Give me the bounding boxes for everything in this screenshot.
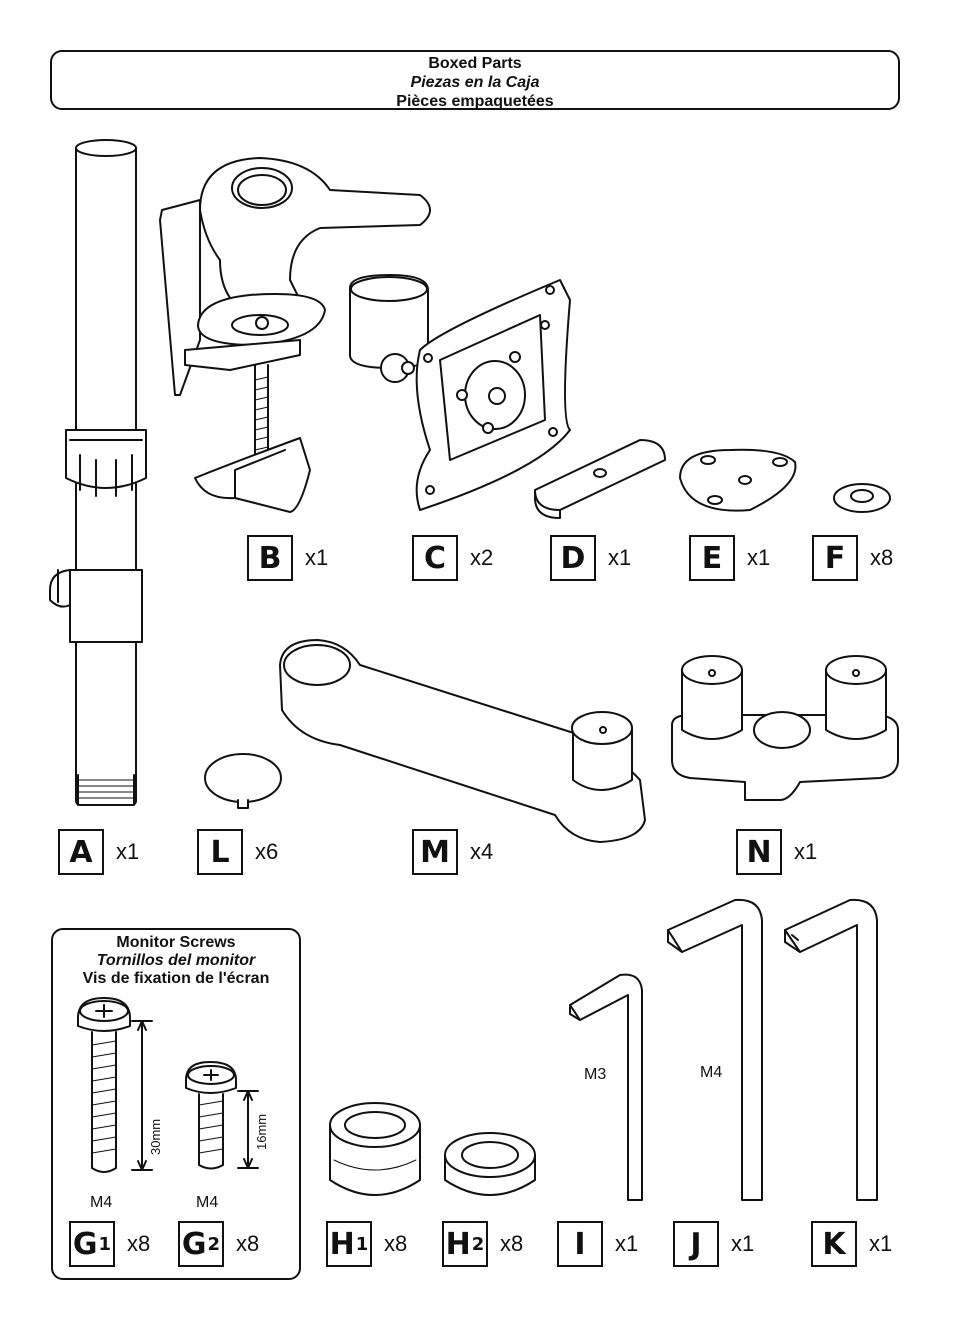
- part-k-hex-key-drawing: [784, 898, 878, 1201]
- part-f-letter: F: [812, 535, 858, 581]
- part-c-qty: x2: [470, 545, 494, 570]
- part-g1-length: 30mm: [148, 1118, 163, 1155]
- part-c-vesa-plate-drawing: [349, 274, 571, 511]
- part-n-label: N x1: [736, 829, 817, 875]
- part-e-label: E x1: [689, 535, 770, 581]
- part-d-letter: D: [550, 535, 596, 581]
- part-j-label: J x1: [673, 1221, 754, 1267]
- part-i-hex-key-drawing: [569, 973, 643, 1201]
- part-g2-size: M4: [196, 1194, 219, 1211]
- part-d-qty: x1: [608, 545, 632, 570]
- part-l-label: L x6: [197, 829, 278, 875]
- part-i-letter: I: [557, 1221, 603, 1267]
- boxed-parts-header: Boxed Parts Piezas en la Caja Pièces emp…: [50, 50, 900, 110]
- part-a-letter: A: [58, 829, 104, 875]
- part-f-label: F x8: [812, 535, 893, 581]
- part-i-qty: x1: [615, 1231, 639, 1256]
- part-l-qty: x6: [255, 839, 279, 864]
- part-h1-spacer-drawing: [329, 1102, 421, 1196]
- part-h2-spacer-drawing: [444, 1132, 536, 1196]
- part-n-letter: N: [736, 829, 782, 875]
- part-e-qty: x1: [747, 545, 771, 570]
- part-e-letter: E: [689, 535, 735, 581]
- part-a-label: A x1: [58, 829, 139, 875]
- part-f-qty: x8: [870, 545, 894, 570]
- part-g2-length: 16mm: [254, 1113, 269, 1150]
- part-n-hub-drawing: [671, 655, 899, 801]
- monitor-screws-title: Monitor Screws Tornillos del monitor Vis…: [53, 934, 299, 988]
- part-m-letter: M: [412, 829, 458, 875]
- part-k-label: K x1: [811, 1221, 892, 1267]
- header-title-fr: Pièces empaquetées: [396, 93, 554, 110]
- part-b-letter: B: [247, 535, 293, 581]
- part-n-qty: x1: [794, 839, 818, 864]
- part-b-clamp-drawing: [159, 157, 431, 513]
- part-a-pole-drawing: [49, 139, 147, 806]
- part-g2-screw-drawing: [185, 1061, 259, 1170]
- part-g1-qty: x8: [127, 1231, 151, 1256]
- part-i-size: M3: [584, 1066, 607, 1083]
- monitor-screws-title-en: Monitor Screws: [116, 934, 236, 951]
- part-j-letter: J: [673, 1221, 719, 1267]
- part-k-letter: K: [811, 1221, 857, 1267]
- monitor-screws-title-es: Tornillos del monitor: [96, 952, 256, 969]
- part-l-letter: L: [197, 829, 243, 875]
- header-title-en: Boxed Parts: [428, 55, 522, 72]
- monitor-screws-title-fr: Vis de fixation de l'écran: [82, 970, 270, 987]
- part-d-label: D x1: [550, 535, 631, 581]
- part-j-hex-key-drawing: [667, 898, 763, 1201]
- part-m-arm-drawing: [279, 639, 646, 843]
- part-d-plate-drawing: [534, 439, 666, 519]
- part-c-label: C x2: [412, 535, 493, 581]
- part-m-qty: x4: [470, 839, 494, 864]
- part-j-qty: x1: [731, 1231, 755, 1256]
- monitor-screws-box: Monitor Screws Tornillos del monitor Vis…: [51, 928, 301, 1280]
- part-h1-qty: x8: [384, 1231, 408, 1256]
- part-b-qty: x1: [305, 545, 329, 570]
- part-l-cap-drawing: [204, 753, 282, 809]
- part-m-label: M x4: [412, 829, 493, 875]
- part-i-label: I x1: [557, 1221, 638, 1267]
- part-h2-qty: x8: [500, 1231, 524, 1256]
- part-g1-screw-drawing: [77, 997, 153, 1173]
- part-j-size: M4: [700, 1064, 723, 1081]
- part-f-washer-drawing: [833, 483, 891, 513]
- part-e-oval-plate-drawing: [679, 448, 797, 512]
- part-g2-qty: x8: [236, 1231, 260, 1256]
- part-g1-size: M4: [90, 1194, 113, 1211]
- part-c-letter: C: [412, 535, 458, 581]
- header-title-es: Piezas en la Caja: [410, 74, 540, 91]
- part-a-qty: x1: [116, 839, 140, 864]
- part-k-qty: x1: [869, 1231, 893, 1256]
- part-b-label: B x1: [247, 535, 328, 581]
